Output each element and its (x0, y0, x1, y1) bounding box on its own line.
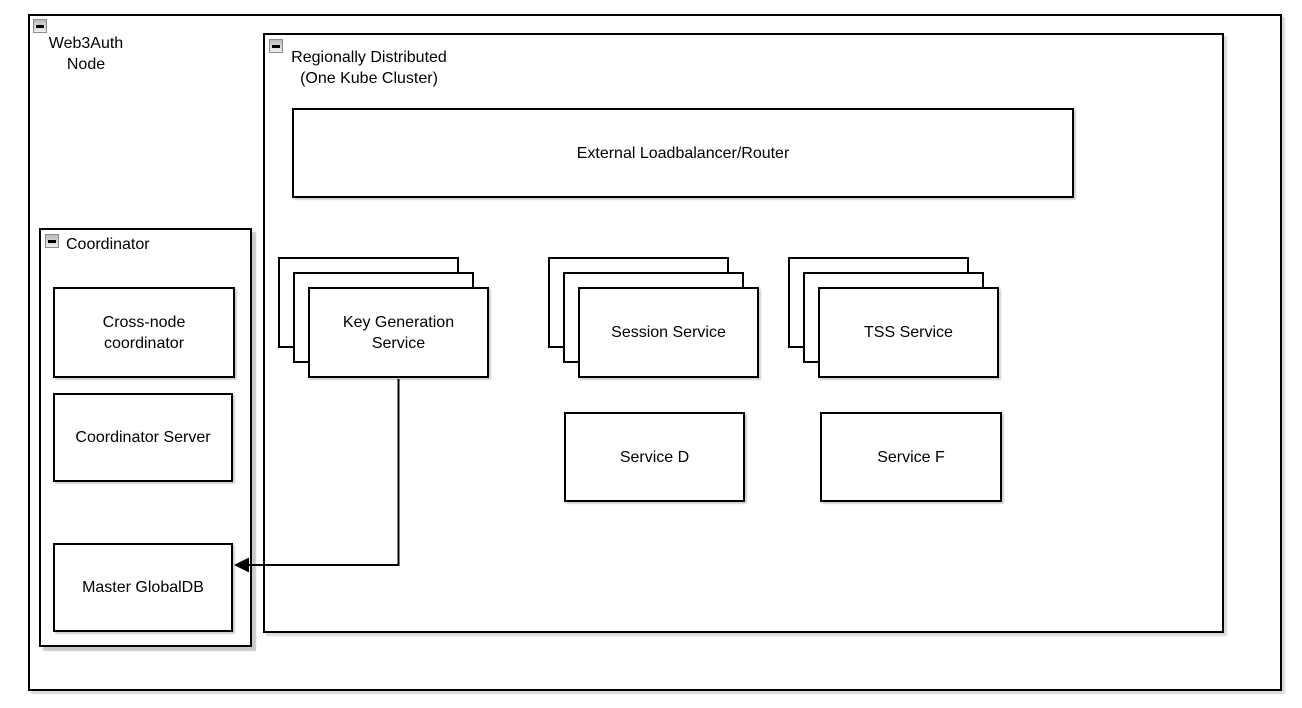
node-external-loadbalancer[interactable]: External Loadbalancer/Router (292, 108, 1074, 198)
node-tss-service[interactable]: TSS Service (818, 287, 999, 378)
label-regionally-distributed: Regionally Distributed (One Kube Cluster) (288, 47, 450, 89)
label-service-d: Service D (619, 448, 690, 466)
label-master-globaldb: Master GlobalDB (82, 579, 204, 596)
label-service-f: Service F (877, 448, 945, 466)
node-service-d[interactable]: Service D (564, 412, 745, 502)
collapse-icon[interactable] (45, 234, 59, 248)
label-coordinator-server: Coordinator Server (75, 429, 211, 446)
collapse-icon[interactable] (33, 19, 47, 33)
node-master-globaldb[interactable]: Master GlobalDB (53, 543, 233, 632)
node-coordinator-server[interactable]: Coordinator Server (53, 393, 233, 482)
label-external-loadbalancer: External Loadbalancer/Router (576, 144, 790, 162)
label-web3auth-line1: Web3Auth (48, 35, 124, 52)
node-session-service[interactable]: Session Service (578, 287, 759, 378)
label-session-service: Session Service (611, 324, 726, 341)
collapse-icon[interactable] (269, 39, 283, 53)
label-coordinator: Coordinator (66, 236, 150, 253)
label-tss-service: TSS Service (864, 324, 953, 341)
label-regional-line2: (One Kube Cluster) (300, 70, 438, 87)
label-web3auth-line2: Node (66, 56, 106, 73)
node-service-f[interactable]: Service F (820, 412, 1002, 502)
label-regional-line1: Regionally Distributed (291, 49, 447, 66)
